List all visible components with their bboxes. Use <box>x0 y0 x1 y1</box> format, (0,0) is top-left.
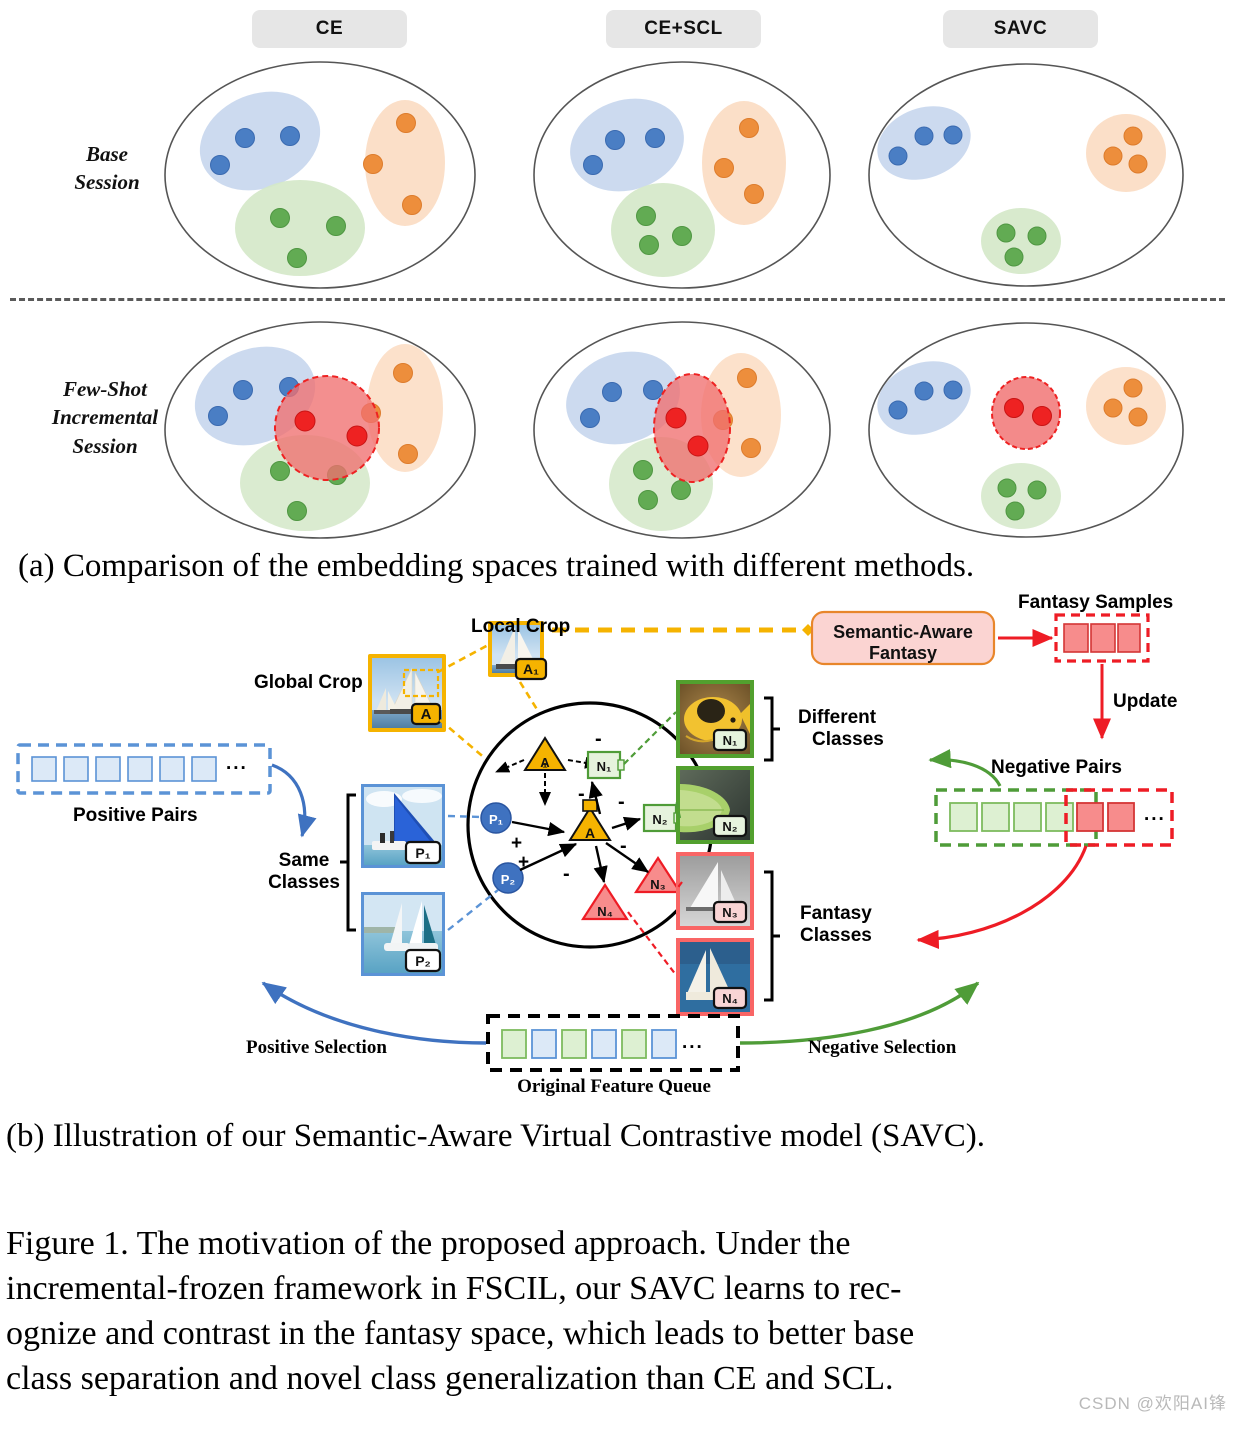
same-classes-line-2: Classes <box>268 871 340 893</box>
figure-caption-line: ognize and contrast in the fantasy space… <box>6 1314 915 1352</box>
svg-text:P₁: P₁ <box>489 812 503 827</box>
caption-b: (b) Illustration of our Semantic-Aware V… <box>6 1118 985 1154</box>
svg-text:N₂: N₂ <box>722 819 737 834</box>
fantasy-classes-line-2: Classes <box>800 924 872 946</box>
different-classes-line-2: Classes <box>812 728 884 750</box>
label-local-crop: Local Crop <box>471 616 571 637</box>
row-label-line: Few-Shot <box>62 377 148 401</box>
negative-pairs-ellipsis: ... <box>1144 804 1166 825</box>
saf-line-1: Semantic-Aware <box>833 622 973 642</box>
savc-pipeline-svg: A A₁ <box>16 610 1174 1072</box>
svg-text:+: + <box>511 833 522 854</box>
label-negative-pairs: Negative Pairs <box>991 757 1122 778</box>
svg-text:A: A <box>421 706 432 723</box>
svg-text:+: + <box>518 852 529 873</box>
method-chip-ce: CE <box>252 10 407 48</box>
svg-text:P₁: P₁ <box>415 845 430 861</box>
original-queue-ellipsis: ... <box>682 1032 704 1053</box>
svg-text:N₄: N₄ <box>597 904 613 919</box>
embedding-space-ce-fewshot <box>164 321 476 539</box>
svg-text:N₂: N₂ <box>652 812 667 827</box>
label-negative-selection: Negative Selection <box>808 1037 957 1058</box>
figure-caption-line: incremental-frozen framework in FSCIL, o… <box>6 1269 902 1307</box>
label-positive-selection: Positive Selection <box>246 1037 387 1058</box>
label-positive-pairs: Positive Pairs <box>73 805 198 826</box>
method-chip-ce-scl: CE+SCL <box>606 10 761 48</box>
label-original-feature-queue: Original Feature Queue <box>517 1076 711 1097</box>
svg-text:-: - <box>595 728 602 750</box>
svg-text:-: - <box>578 783 585 805</box>
svg-text:N₃: N₃ <box>650 877 665 892</box>
same-classes-line-1: Same <box>278 850 330 871</box>
svg-text:P₂: P₂ <box>501 872 516 887</box>
row-label-base-session: Base Session <box>42 140 172 197</box>
embedding-space-savc-fewshot <box>868 322 1184 538</box>
embedding-space-savc-base <box>868 63 1184 287</box>
panel-b-savc-diagram: A A₁ <box>0 592 1233 1100</box>
fantasy-classes-line-1: Fantasy <box>800 903 872 924</box>
svg-text:-: - <box>618 791 625 813</box>
figure-caption-line: Figure 1. The motivation of the proposed… <box>6 1225 851 1262</box>
svg-text:A₁: A₁ <box>523 661 539 677</box>
row-label-line: Session <box>74 170 140 195</box>
row-label-line: Base <box>86 142 128 166</box>
embedding-space-ce-scl-fewshot <box>533 321 831 539</box>
svg-text:A: A <box>585 825 595 841</box>
row-label-line: Incremental <box>51 405 159 430</box>
panel-a-embedding-comparison: CE CE+SCL SAVC Base Session Few-Shot Inc… <box>0 0 1233 539</box>
svg-text:-: - <box>563 863 570 885</box>
svg-text:N₁: N₁ <box>597 759 612 774</box>
session-divider <box>10 298 1225 301</box>
label-semantic-aware-fantasy: Semantic-Aware Fantasy <box>812 622 994 663</box>
svg-text:P₂: P₂ <box>415 953 431 969</box>
embedding-space-ce-base <box>164 61 476 289</box>
svg-text:N₁: N₁ <box>723 733 738 748</box>
svg-text:N₄: N₄ <box>722 991 738 1006</box>
figure-caption: Figure 1. The motivation of the proposed… <box>6 1222 1231 1402</box>
positive-pairs-ellipsis: ... <box>226 753 248 774</box>
label-different-classes: Different Classes <box>798 707 908 751</box>
label-global-crop: Global Crop <box>254 672 363 693</box>
label-update: Update <box>1113 691 1178 712</box>
caption-a: (a) Comparison of the embedding spaces t… <box>18 548 975 584</box>
label-same-classes: Same Classes <box>264 850 344 894</box>
row-label-fewshot-session: Few-Shot Incremental Session <box>30 375 180 460</box>
row-label-line: Session <box>72 433 138 458</box>
different-classes-line-1: Different <box>798 707 877 728</box>
saf-line-2: Fantasy <box>868 642 938 663</box>
label-fantasy-samples: Fantasy Samples <box>1018 592 1174 613</box>
label-fantasy-classes: Fantasy Classes <box>800 903 910 947</box>
svg-text:A₁: A₁ <box>540 755 550 770</box>
embedding-space-ce-scl-base <box>533 61 831 289</box>
method-chip-savc: SAVC <box>943 10 1098 48</box>
figure-caption-line: class separation and novel class general… <box>6 1359 894 1397</box>
svg-text:N₃: N₃ <box>722 905 737 920</box>
svg-text:-: - <box>620 835 627 857</box>
watermark: CSDN @欢阳AI锋 <box>1078 1394 1227 1413</box>
